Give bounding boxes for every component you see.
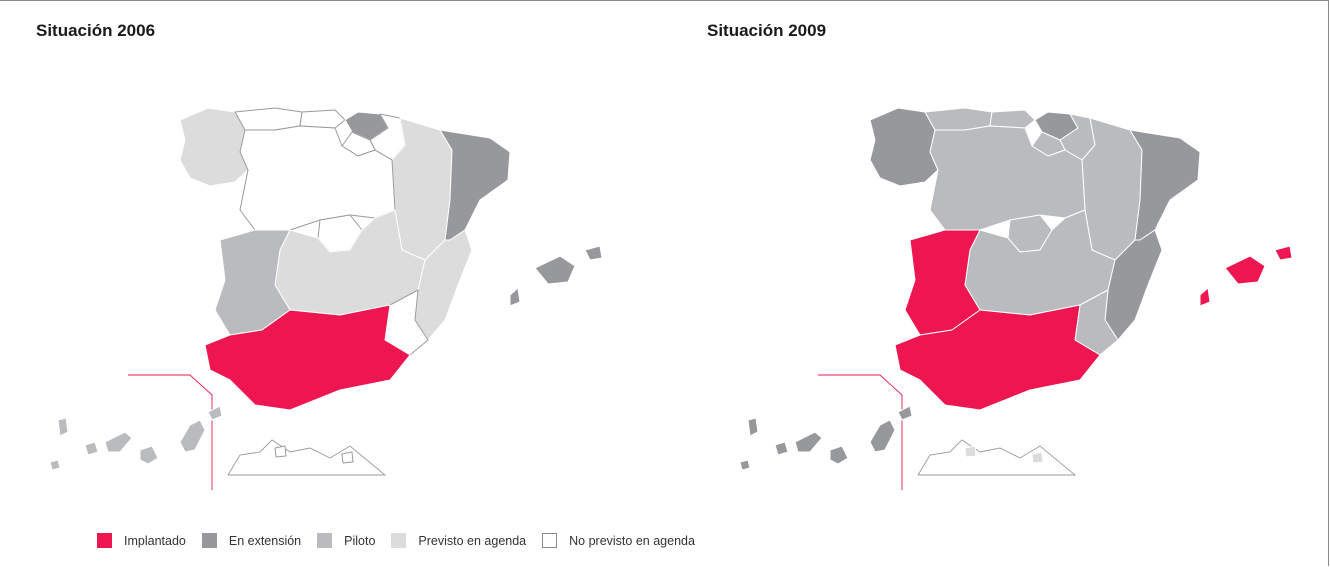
map-title-2006: Situación 2006	[36, 21, 156, 40]
legend: Implantado En extensión Piloto Previsto en …	[97, 533, 711, 548]
region-andalucia	[204, 304, 411, 411]
region-ceuta	[964, 445, 977, 458]
canarias-inset-line	[128, 374, 213, 490]
legend-swatch-extension	[201, 533, 217, 548]
legend-swatch-implantado	[97, 533, 112, 548]
region-baleares	[1199, 245, 1293, 307]
map-title-2009: Situación 2009	[707, 21, 827, 40]
legend-item-no-previsto: No previsto en agenda	[542, 533, 695, 548]
region-melilla	[1031, 451, 1044, 464]
region-canarias	[739, 405, 913, 471]
legend-label: No previsto en agenda	[569, 533, 695, 548]
canarias-inset-line	[818, 374, 903, 490]
legend-label: Piloto	[344, 533, 376, 548]
north-africa-outline	[917, 439, 1077, 476]
map-2009	[739, 107, 1293, 490]
region-galicia	[869, 107, 939, 187]
region-cataluna	[1129, 129, 1201, 241]
region-asturias	[234, 107, 303, 131]
legend-item-extension: En extensión	[201, 533, 302, 548]
north-africa-outline	[227, 439, 387, 476]
legend-swatch-no-previsto	[542, 533, 558, 548]
legend-swatch-previsto	[391, 533, 407, 548]
legend-swatch-piloto	[317, 533, 333, 548]
region-baleares	[509, 245, 603, 307]
region-castilla-leon	[929, 125, 1086, 231]
region-castilla-leon	[239, 125, 396, 231]
region-cantabria	[989, 109, 1036, 129]
legend-item-previsto: Previsto en agenda	[391, 533, 526, 548]
legend-label: Implantado	[124, 533, 186, 548]
region-canarias	[49, 405, 223, 471]
legend-label: Previsto en agenda	[418, 533, 527, 548]
region-melilla	[341, 451, 354, 464]
map-2006	[49, 107, 603, 490]
region-ceuta	[274, 445, 287, 458]
legend-item-piloto: Piloto	[317, 533, 375, 548]
legend-label: En extensión	[228, 533, 302, 548]
region-galicia	[179, 107, 249, 187]
region-andalucia	[894, 304, 1101, 411]
region-cataluna	[439, 129, 511, 241]
region-asturias	[924, 107, 993, 131]
region-cantabria	[299, 109, 346, 129]
legend-item-implantado: Implantado	[97, 533, 186, 548]
